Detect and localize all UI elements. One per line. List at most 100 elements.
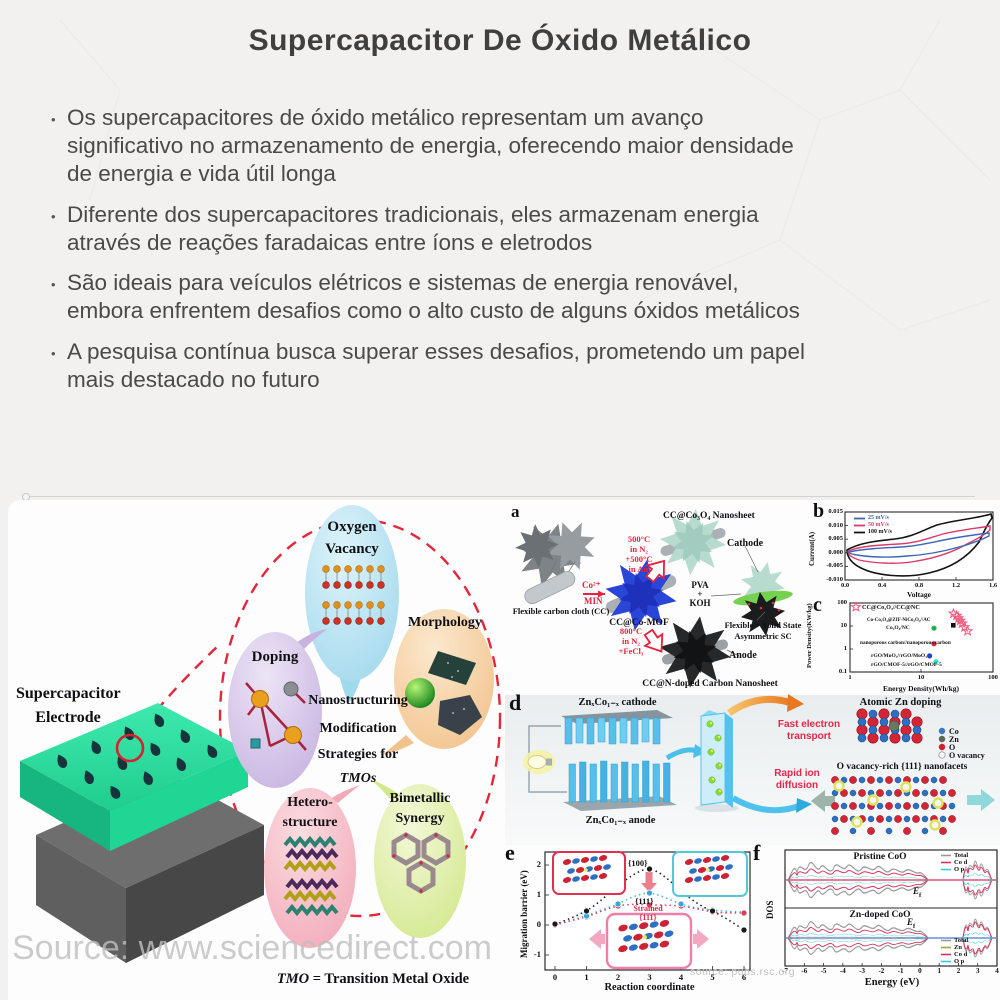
background-texture — [59, 19, 991, 331]
f-ylabel: DOS — [765, 900, 775, 919]
cathode-label: Cathode — [727, 538, 764, 549]
f-legend-bottom: Total — [954, 937, 969, 944]
bullet-text: São ideais para veículos elétricos e sis… — [67, 270, 800, 324]
bullet-item: • Os supercapacitores de óxido metálico … — [50, 104, 810, 188]
d-legend-co: Co — [949, 727, 959, 736]
f-xtick: 3 — [975, 967, 980, 975]
anneal-down-1: 800°C — [619, 626, 643, 636]
bimetallic-bubble — [370, 779, 466, 938]
page-title: Supercapacitor De Óxido Metálico — [248, 24, 752, 57]
electrolyte-1: PVA — [691, 580, 709, 590]
watermark-rsc: source: pubs.rsc.org — [690, 966, 796, 978]
e-xlabel: Reaction coordinate — [604, 982, 695, 993]
electrode-illustration — [20, 703, 264, 963]
b-legend-100: 100 mV/s — [868, 529, 892, 535]
c-series-label: rGO/MoO₃//rGO/MoO₃ — [871, 652, 927, 659]
e-ytick: 2 — [536, 859, 541, 869]
f-xtick: -4 — [839, 967, 846, 975]
e-ann-100: {100} — [628, 858, 648, 868]
d-legend-markers — [938, 727, 946, 759]
f-legend-swatches — [941, 854, 951, 963]
e-xtick: 3 — [647, 972, 652, 982]
b-xtick: 1.2 — [951, 582, 961, 589]
nanosheet-label: CC@Co₃O₄ Nanosheet — [663, 511, 755, 521]
fast-electron-line2: transport — [787, 731, 831, 742]
mof-label: CC@Co-MOF — [609, 618, 669, 628]
zn-doping-cluster — [856, 708, 923, 744]
strategy-line2: Modification — [319, 721, 397, 736]
f-xtick: -2 — [878, 967, 885, 975]
b-xtick: 0.0 — [840, 582, 850, 589]
ef-subscript: f — [913, 922, 916, 930]
panel-e-art — [544, 851, 751, 971]
left-figure: Supercapacitor Electrode Oxygen Vacancy … — [8, 503, 505, 1000]
panel-f-art — [784, 849, 998, 967]
c-xtick: 10 — [917, 674, 925, 681]
e-ann-strained1: Strained — [633, 904, 663, 913]
bullet-text: Diferente dos supercapacitores tradicion… — [67, 201, 759, 255]
f-xtick: -3 — [859, 967, 866, 975]
panel-d-label: d — [509, 690, 522, 715]
e-xtick: 1 — [584, 972, 589, 982]
bullet-text: A pesquisa contínua busca superar esses … — [67, 339, 805, 393]
c-xlabel: Energy Density(Wh/kg) — [882, 684, 960, 693]
nanofacets-label: O vacancy-rich {111} nanofacets — [836, 762, 968, 772]
e-ann-strained2: {111} — [639, 913, 657, 922]
d-legend-ovac: O vacancy — [949, 751, 985, 760]
c-xtick: 1 — [848, 674, 852, 681]
c-ytick: 0.1 — [838, 668, 847, 675]
b-ytick: 0.000 — [828, 548, 843, 556]
rapid-ion-line2: diffusion — [775, 780, 819, 791]
strategy-line1: Nanostructuring — [308, 693, 408, 708]
f-legend-bottom: Zn — [954, 944, 962, 951]
panel-f-label: f — [753, 840, 761, 865]
b-legend-25: 25 mV/s — [868, 515, 889, 521]
nanosheet-art — [428, 651, 476, 685]
magnifier-circle — [115, 733, 145, 763]
b-ytick: 0.005 — [828, 535, 843, 543]
tmo-footnote-italic: TMO — [276, 971, 310, 987]
f-legend-bottom: Co d — [954, 951, 968, 958]
bullet-list: • Os supercapacitores de óxido metálico … — [50, 104, 810, 407]
bubble-bimetallic-title2: Synergy — [395, 811, 445, 826]
morphology-bubble — [382, 609, 494, 755]
ndoped-label: CC@N-doped Carbon Nanosheet — [642, 679, 778, 689]
bubble-oxygen-title: Oxygen — [327, 519, 377, 535]
c-ytick: 100 — [837, 599, 847, 606]
f-ef-bottom: Ef — [907, 917, 915, 930]
f-xtick: 0 — [918, 967, 922, 975]
e-ann-111: {111} — [635, 896, 654, 906]
ef-symbol: E — [913, 886, 920, 896]
bullet-item: • São ideais para veículos elétricos e s… — [50, 269, 810, 325]
e-ylabel: Migration barrier (eV) — [519, 870, 529, 958]
b-legend-50: 50 mV/s — [868, 522, 889, 528]
bubble-hetero-title1: Hetero- — [287, 795, 333, 810]
strategy-line3: Strategies for — [317, 747, 399, 762]
f-legend-bottom: O p — [954, 958, 965, 965]
bullet-marker: • — [51, 346, 56, 362]
c-ytick: 1 — [843, 645, 847, 652]
right-figure-canvas — [505, 506, 1000, 971]
bullet-text: Os supercapacitores de óxido metálico re… — [67, 105, 794, 186]
tmo-footnote-rest: = Transition Metal Oxide — [312, 971, 470, 987]
b-ytick: 0.015 — [828, 508, 843, 515]
watermark-sciencedirect: Source: www.sciencedirect.com — [12, 929, 492, 967]
oxygen-vacancy-bubble — [305, 505, 399, 703]
ef-subscript: f — [919, 891, 922, 899]
electrode-label-line1: Supercapacitor — [16, 685, 121, 702]
d-legend-o: O — [949, 743, 956, 752]
c-series-label: rGO/CMOF-5//rGO/CMOF-5 — [871, 662, 942, 668]
right-figure: a Flexible carbon cloth (CC) Co²⁺ MIN CC… — [505, 500, 1000, 1000]
c-series-label: Co-Co₃O₄@ZIF-NiCo₂O₄//AC — [867, 618, 931, 623]
anode-label: Anode — [729, 650, 757, 661]
b-xtick: 1.6 — [988, 582, 998, 589]
f-xtick: -7 — [782, 967, 788, 975]
c-ytick: 10 — [840, 622, 848, 629]
heterostructure-bubble — [264, 785, 360, 948]
bullet-marker: • — [51, 112, 56, 127]
bullet-item: • A pesquisa contínua busca superar esse… — [50, 338, 810, 394]
bubble-hetero-title2: structure — [282, 815, 338, 830]
reagent-bottom: MIN — [584, 596, 603, 606]
f-bottom-title: Zn-doped CoO — [849, 910, 911, 920]
